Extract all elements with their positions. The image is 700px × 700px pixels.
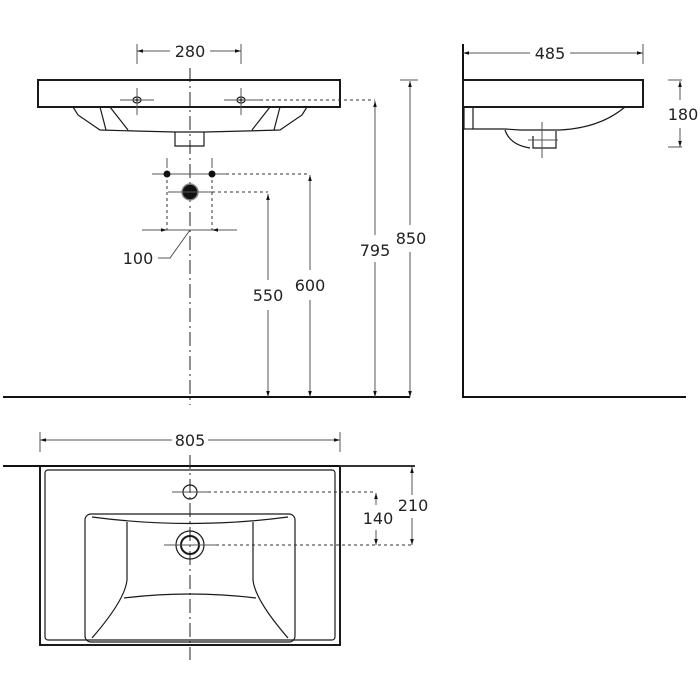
bowl-outline xyxy=(84,513,296,643)
basin-supports xyxy=(99,106,281,131)
top-view: 805 140 210 xyxy=(3,431,428,660)
dim-waste-spacing: 100 xyxy=(123,249,154,268)
tap-hole-right xyxy=(224,88,260,115)
side-view: 485 180 xyxy=(462,44,699,398)
tap-hole-left xyxy=(120,88,154,115)
basin-bowl xyxy=(72,106,308,133)
dim-height: 180 xyxy=(668,105,699,124)
basin-outline xyxy=(39,466,341,646)
supply-pipes xyxy=(152,158,310,230)
basin-inner-rim xyxy=(44,469,336,641)
dim-tap-spacing: 280 xyxy=(175,42,206,61)
dim-supply-height: 600 xyxy=(295,276,326,295)
dim-tap-to-drain: 140 xyxy=(363,509,394,528)
bowl-side-curves xyxy=(91,522,289,639)
drain-top xyxy=(164,530,412,560)
dim-basin-bottom-height: 795 xyxy=(360,241,391,260)
waste-outlet xyxy=(168,183,268,201)
side-drain xyxy=(504,129,557,149)
dim-width: 805 xyxy=(175,431,206,450)
drain-stub xyxy=(174,132,205,147)
bowl-back-edge xyxy=(91,516,289,525)
wall-bracket xyxy=(463,106,474,130)
tap-hole-top xyxy=(172,484,376,500)
dim-waste-height: 550 xyxy=(253,286,284,305)
front-view: 280 100 550 xyxy=(3,42,426,405)
side-bowl xyxy=(473,106,626,131)
wall-and-floor xyxy=(462,44,686,398)
dim-basin-top-height: 850 xyxy=(396,229,427,248)
bowl-floor-edge xyxy=(123,593,257,599)
basin-rim xyxy=(37,79,341,108)
dim-tap-from-back: 210 xyxy=(398,496,429,515)
dim-depth: 485 xyxy=(535,44,566,63)
side-rim xyxy=(462,79,644,108)
